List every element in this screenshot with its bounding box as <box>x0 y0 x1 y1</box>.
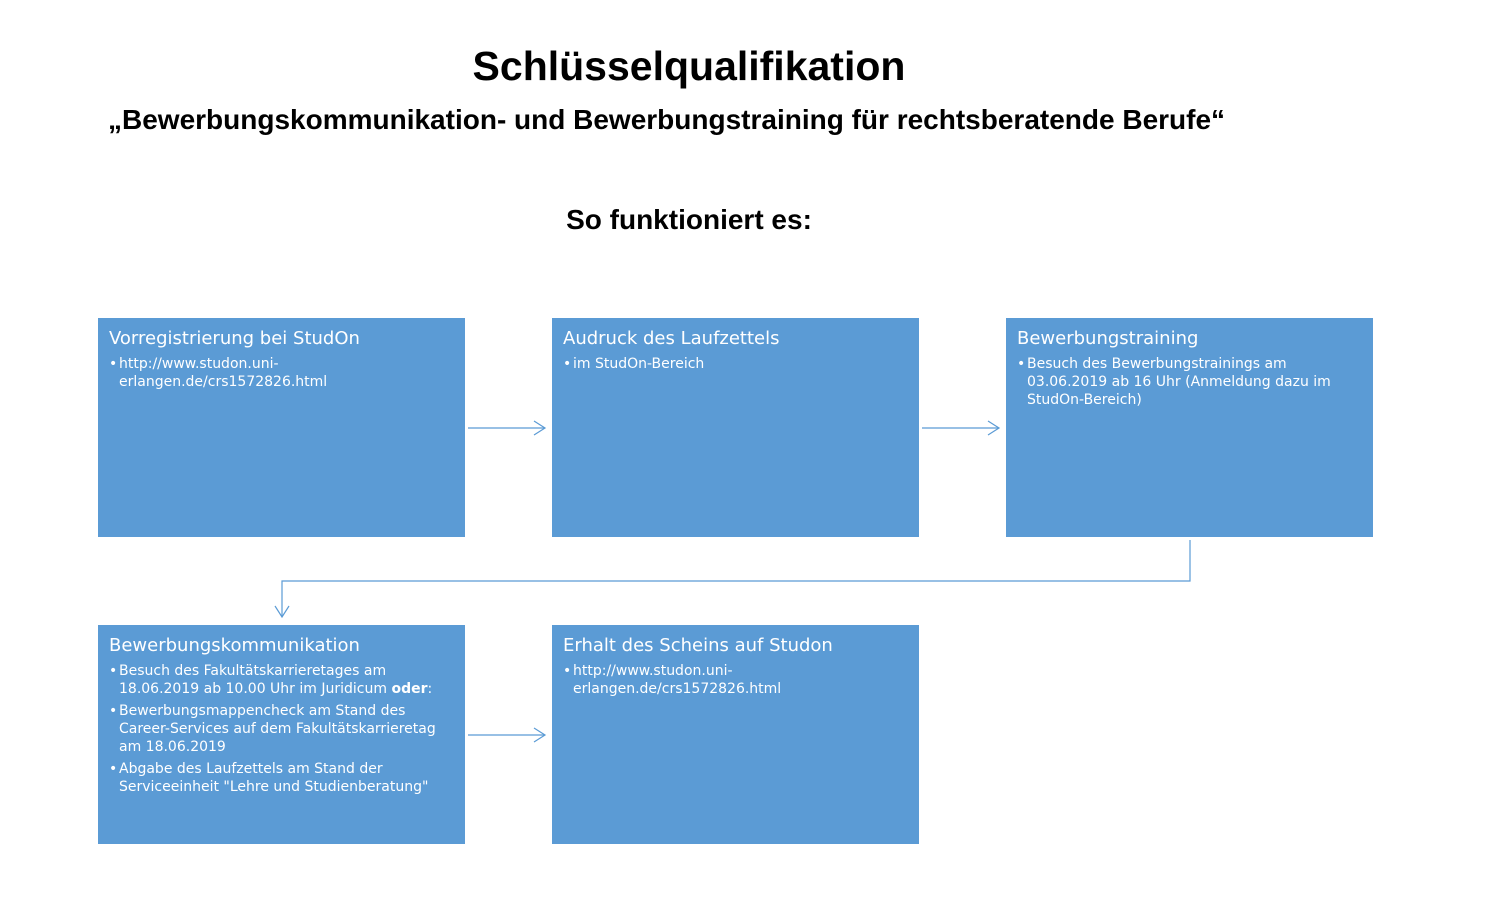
step-bullet-text: Besuch des Fakultätskarrieretages am 18.… <box>119 663 392 697</box>
step-title: Bewerbungstraining <box>1017 328 1199 349</box>
step-bullet-cont: erlangen.de/crs1572826.html <box>573 681 782 697</box>
arrow-step2-to-step3 <box>922 420 1001 436</box>
step-box-bewerbungstraining: Bewerbungstraining Besuch des Bewerbungs… <box>1006 318 1373 537</box>
step-bullet-emphasis: oder <box>391 681 428 697</box>
section-heading: So funktioniert es: <box>566 204 812 235</box>
page-subtitle: „Bewerbungskommunikation- und Bewerbungs… <box>108 104 1226 135</box>
step-bullet: Bewerbungsmappencheck am Stand des Caree… <box>109 702 455 756</box>
step-title: Vorregistrierung bei StudOn <box>109 328 360 349</box>
page-title: Schlüsselqualifikation <box>472 43 906 89</box>
step-box-schein: Erhalt des Scheins auf Studon http://www… <box>552 625 919 844</box>
step-bullets: im StudOn-Bereich <box>563 355 909 373</box>
step-bullet: http://www.studon.uni-erlangen.de/crs157… <box>563 662 909 698</box>
step-bullet: http://www.studon.uni-erlangen.de/crs157… <box>109 355 455 391</box>
step-bullet: Besuch des Fakultätskarrieretages am 18.… <box>109 662 455 698</box>
step-bullets: Besuch des Bewerbungstrainings am 03.06.… <box>1017 355 1363 409</box>
step-bullets: Besuch des Fakultätskarrieretages am 18.… <box>109 662 455 796</box>
step-title: Erhalt des Scheins auf Studon <box>563 635 833 656</box>
step-title: Bewerbungskommunikation <box>109 635 360 656</box>
step-bullet-cont: erlangen.de/crs1572826.html <box>119 374 328 390</box>
step-box-vorregistrierung: Vorregistrierung bei StudOn http://www.s… <box>98 318 465 537</box>
step-box-bewerbungskommunikation: Bewerbungskommunikation Besuch des Fakul… <box>98 625 465 844</box>
arrow-step1-to-step2 <box>468 420 547 436</box>
step-bullet: Abgabe des Laufzettels am Stand der Serv… <box>109 760 455 796</box>
step-bullet: Besuch des Bewerbungstrainings am 03.06.… <box>1017 355 1363 409</box>
arrow-step3-to-step4 <box>274 540 1191 619</box>
step-bullet: im StudOn-Bereich <box>563 355 909 373</box>
step-bullets: http://www.studon.uni-erlangen.de/crs157… <box>109 355 455 391</box>
step-bullet-suffix: : <box>427 681 433 697</box>
arrow-step4-to-step5 <box>468 727 547 743</box>
step-bullets: http://www.studon.uni-erlangen.de/crs157… <box>563 662 909 698</box>
step-title: Audruck des Laufzettels <box>563 328 780 349</box>
step-box-laufzettel: Audruck des Laufzettels im StudOn-Bereic… <box>552 318 919 537</box>
